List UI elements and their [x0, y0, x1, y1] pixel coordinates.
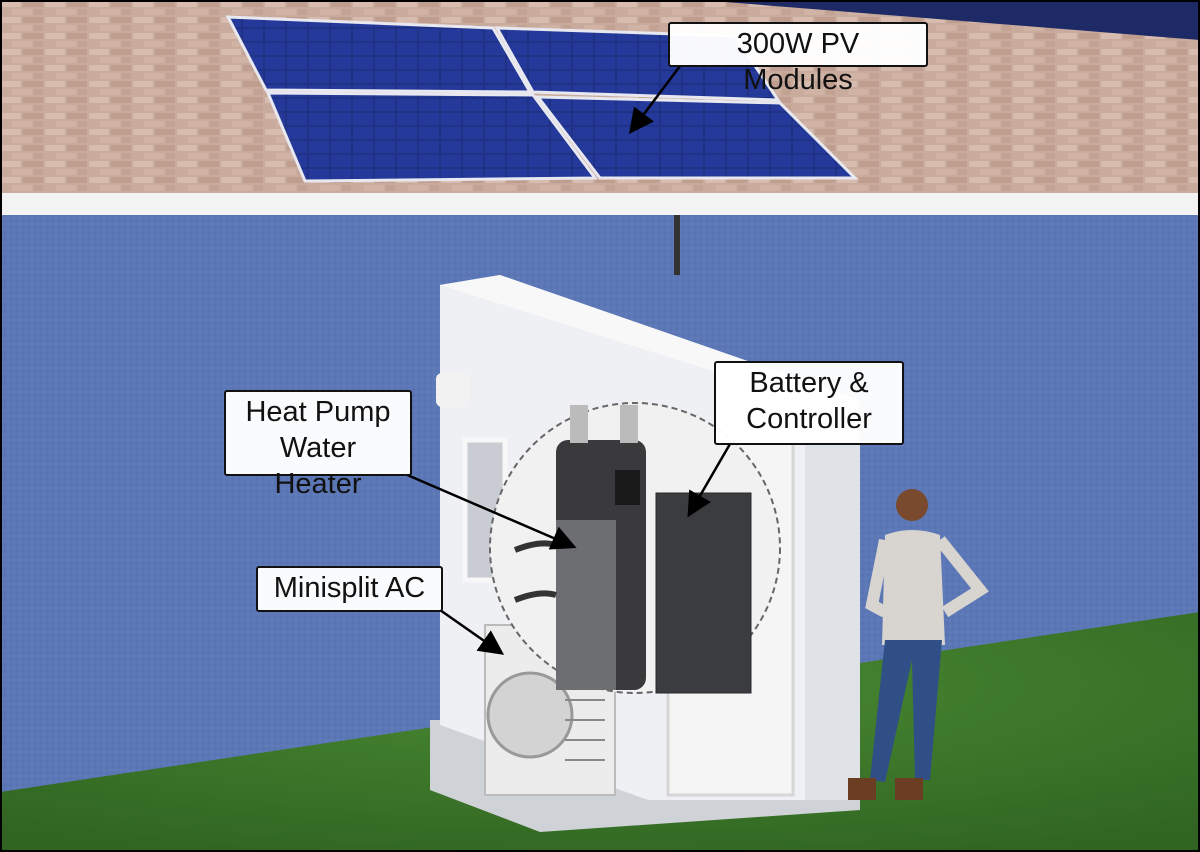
battery-text-line1: Battery &	[749, 367, 869, 399]
label-battery-controller: Battery & Controller	[714, 361, 904, 445]
arrow-minisplit	[439, 608, 505, 655]
label-heat-pump-water-heater: Heat Pump Water Heater	[224, 390, 412, 500]
arrow-heat-pump	[404, 472, 577, 550]
label-pv-modules: 300W PV Modules	[668, 22, 928, 96]
roof-fascia	[0, 193, 1200, 215]
heat-pump-text-line1: Heat Pump	[245, 396, 391, 428]
pv-modules-text: 300W PV Modules	[736, 28, 860, 96]
annotation-arrows	[404, 65, 732, 655]
battery-controller-cabinet	[655, 492, 752, 694]
interior-cutaway	[489, 402, 781, 694]
arrow-pv-modules	[629, 65, 681, 134]
minisplit-text: Minisplit AC	[273, 572, 426, 604]
conduit	[674, 215, 680, 275]
person-figure	[848, 489, 989, 800]
pv-panel	[265, 91, 598, 183]
vent-hood	[436, 373, 470, 407]
pv-panel	[534, 95, 859, 180]
pv-panel	[225, 15, 533, 94]
label-minisplit-ac: Minisplit AC	[256, 566, 443, 612]
battery-text-line2: Controller	[746, 403, 872, 435]
heat-pump-text-line2: Water Heater	[274, 432, 362, 500]
arrow-battery-controller	[687, 443, 732, 518]
